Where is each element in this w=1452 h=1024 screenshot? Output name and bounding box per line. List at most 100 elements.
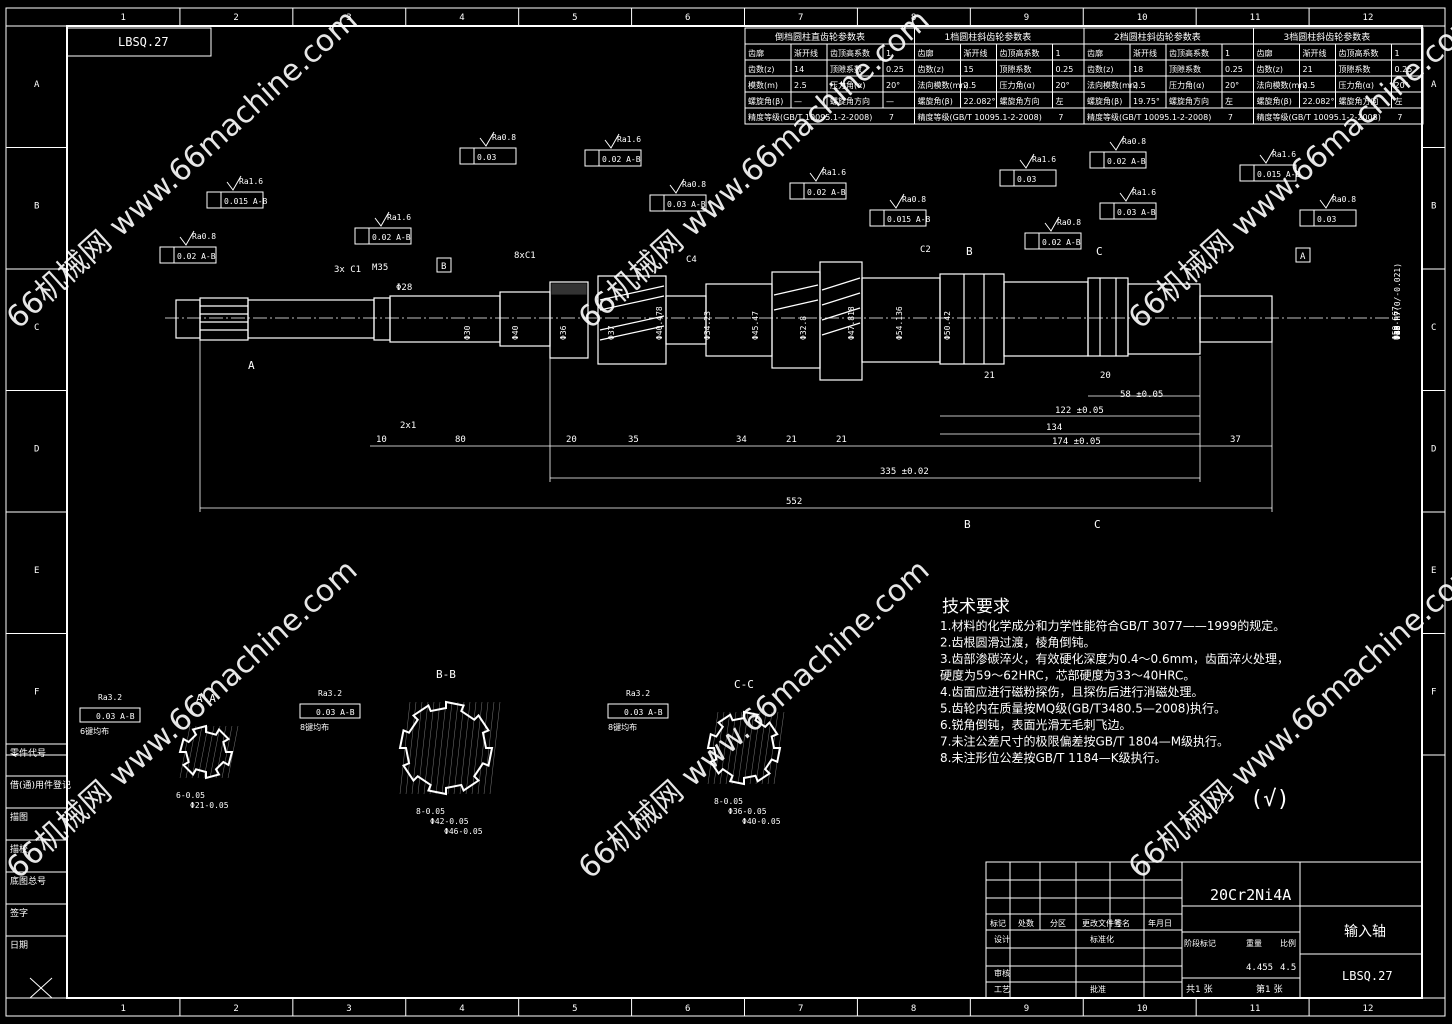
gear-table-cell: 2.5: [794, 81, 807, 90]
zone-letter-left: C: [34, 323, 39, 333]
gear-table-cell: 齿数(z): [748, 64, 774, 74]
gdt-value: 0.03 A-B: [667, 200, 706, 209]
zone-number-bottom: 10: [1137, 1004, 1148, 1014]
gear-table-cell: 法向模数(mn): [1087, 80, 1138, 90]
gear-table-cell: 齿顶高系数: [1000, 48, 1040, 58]
dimension-label: 20: [566, 435, 577, 445]
zone-number-bottom: 9: [1024, 1004, 1029, 1014]
section-title: C-C: [734, 678, 754, 691]
requirement-line: 8.未注形位公差按GB/T 1184—K级执行。: [940, 750, 1167, 765]
gear-table-cell: 精度等级(GB/T 10095.1-2-2008): [1087, 112, 1211, 122]
gear-table-cell: 21: [1303, 65, 1313, 74]
diameter-label: Φ45.47: [751, 311, 760, 340]
zone-letter-right: B: [1431, 201, 1436, 211]
gdt-value: 0.02 A-B: [177, 252, 216, 261]
default-roughness: (√): [1207, 785, 1290, 813]
roughness-label: Ra0.8: [492, 133, 516, 142]
zone-letter-right: E: [1431, 566, 1436, 576]
requirement-line: 4.齿面应进行磁粉探伤，且探伤后进行消磁处理。: [940, 684, 1203, 699]
section-dimension: Φ46-0.05: [444, 827, 483, 836]
shaft-main-view: [165, 261, 1390, 381]
section-title: A-A: [196, 692, 216, 705]
zone-number-bottom: 5: [572, 1004, 577, 1014]
default-roughness-mark: (√): [1250, 787, 1290, 812]
part-name-text: 输入轴: [1344, 924, 1386, 940]
gear-table-cell: 22.082°: [964, 97, 996, 106]
sheet-no: 第1 张: [1256, 983, 1283, 995]
gear-table-cell: 1: [1056, 49, 1061, 58]
section-dimension: Φ21-0.05: [190, 801, 229, 810]
zone-letter-right: F: [1431, 687, 1436, 697]
gear-table-cell: 1: [1225, 49, 1230, 58]
gear-table-cell: 渐开线: [1303, 48, 1327, 58]
diameter-label: Φ60: [1393, 325, 1402, 340]
diameter-label: Φ34.23: [703, 311, 712, 340]
datum-letter: B: [441, 262, 446, 272]
gear-table-cell: —: [886, 97, 894, 106]
left-strip-label: 借(通)用件登记: [10, 779, 71, 791]
left-strip-label: 描校: [10, 843, 28, 855]
requirement-line: 6.锐角倒钝，表面光滑无毛刺飞边。: [940, 718, 1131, 732]
code-box: LBSQ.27: [66, 27, 212, 57]
gear-table-cell: 渐开线: [964, 48, 988, 58]
title-block-label: 处数: [1018, 918, 1034, 928]
mass-text: 4.455: [1246, 963, 1273, 973]
dimension-label: M35: [372, 263, 388, 273]
gear-table-cell: 精度等级(GB/T 10095.1-2-2008): [748, 112, 872, 122]
gear-table-cell: 左: [1395, 96, 1403, 106]
section-view: C-C0.03 A-BRa3.28键均布8-0.05Φ36-0.05Φ40-0.…: [607, 678, 785, 826]
gear-table-cell: 1: [886, 49, 891, 58]
diameter-label: Φ59.667: [1391, 306, 1400, 340]
diameter-label: Φ54.136: [895, 306, 904, 340]
gear-table-cell: 压力角(α): [1000, 80, 1036, 90]
zone-number-top: 3: [346, 13, 351, 23]
diameter-label: Φ35 h7: [1393, 311, 1402, 340]
section-mark-c-bottom: C: [1094, 518, 1101, 531]
gear-table-cell: 顶隙系数: [1000, 64, 1032, 74]
gear-table-cell: 齿顶高系数: [830, 48, 870, 58]
section-note: 8键均布: [300, 722, 329, 732]
scale-text: 4.5: [1280, 963, 1296, 973]
zone-number-top: 6: [685, 13, 690, 23]
technical-requirements: 技术要求 1.材料的化学成分和力学性能符合GB/T 3077——1999的规定。…: [940, 597, 1289, 765]
zone-letter-right: D: [1431, 444, 1436, 454]
gear-table-cell: 2.5: [964, 81, 977, 90]
left-strip-label: 描图: [10, 811, 28, 823]
section-note: 8键均布: [608, 722, 637, 732]
diameter-label: Φ46: [1393, 325, 1402, 340]
gear-table-cell: 20°: [1056, 81, 1070, 90]
dimension-label: 2x1: [400, 421, 416, 431]
dimension-label: 21: [984, 371, 995, 381]
section-dimension: 6-0.05: [176, 791, 205, 800]
title-block-label: 更改文件号: [1082, 918, 1122, 928]
title-block: [985, 861, 1423, 999]
gear-table-cell: 0.25: [1395, 65, 1413, 74]
zone-number-bottom: 12: [1363, 1004, 1374, 1014]
dimension-label: 35: [628, 435, 639, 445]
gear-table-cell: 齿廓: [1087, 48, 1103, 58]
title-block-label: 审核: [994, 968, 1010, 978]
dimension-label: 20: [1100, 371, 1111, 381]
gear-table-cell: 齿数(z): [1087, 64, 1113, 74]
requirement-line: 5.齿轮内在质量按MQ级(GB/T3480.5—2008)执行。: [940, 702, 1226, 716]
title-block-label: 分区: [1050, 919, 1066, 928]
roughness-label: Ra0.8: [1332, 195, 1356, 204]
zone-letter-left: F: [34, 687, 39, 697]
gdt-value: 0.03: [1317, 215, 1336, 224]
gear-table-cell: 法向模数(mn): [918, 80, 969, 90]
gear-table-cell: 渐开线: [794, 48, 818, 58]
gear-table-cell: 18: [1133, 65, 1143, 74]
diameter-label: Φ47.818: [847, 306, 856, 340]
diameter-label: Φ32.8: [799, 316, 808, 340]
section-mark-b: B: [966, 245, 973, 258]
diameter-label: Φ25 h7: [1393, 311, 1402, 340]
roughness-label: Ra1.6: [617, 135, 641, 144]
dimension-label: 21: [786, 435, 797, 445]
section-gdt-value: 0.03 A-B: [316, 708, 355, 717]
